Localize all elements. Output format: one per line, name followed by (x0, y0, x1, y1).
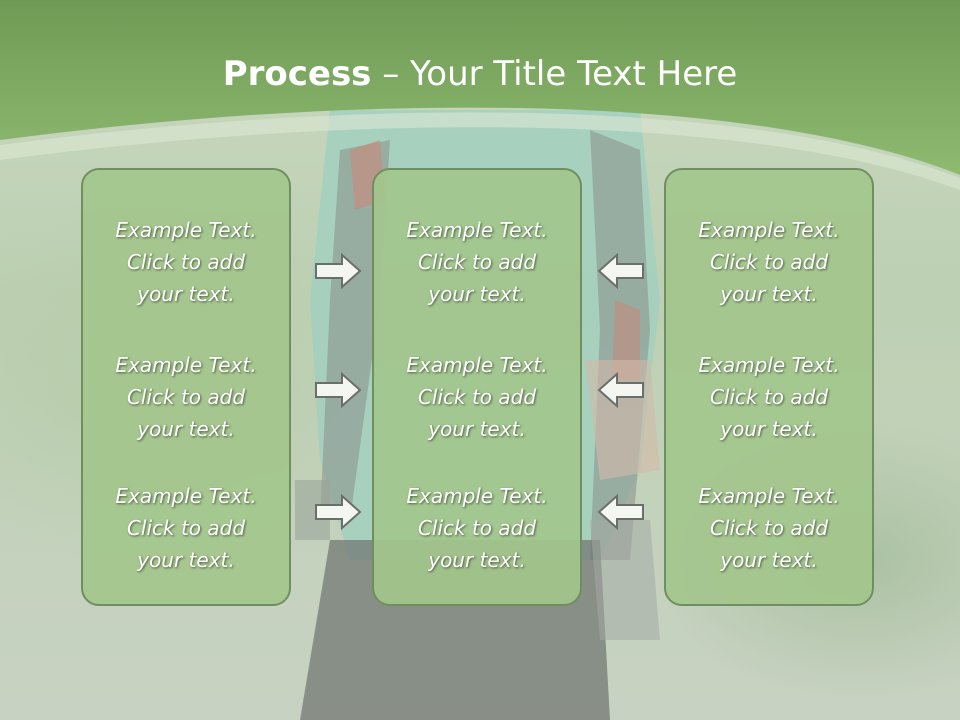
text-item[interactable]: Example Text. Click to add your text. (374, 214, 580, 310)
text-box-left[interactable]: Example Text. Click to add your text. Ex… (81, 168, 291, 606)
text-line: Example Text. (406, 218, 548, 242)
arrow-left-icon (597, 253, 644, 289)
text-line: Click to add (709, 516, 829, 540)
text-line: Click to add (417, 516, 537, 540)
text-line: Example Text. (406, 353, 548, 377)
text-line: Click to add (126, 516, 246, 540)
text-line: your text. (720, 548, 818, 572)
text-line: your text. (137, 417, 235, 441)
text-line: Example Text. (698, 218, 840, 242)
text-line: your text. (428, 417, 526, 441)
text-line: Click to add (126, 250, 246, 274)
text-line: Example Text. (406, 484, 548, 508)
text-item[interactable]: Example Text. Click to add your text. (374, 349, 580, 445)
text-line: Click to add (709, 250, 829, 274)
text-line: your text. (720, 417, 818, 441)
text-item[interactable]: Example Text. Click to add your text. (374, 480, 580, 576)
text-item[interactable]: Example Text. Click to add your text. (83, 349, 289, 445)
text-line: Click to add (709, 385, 829, 409)
arrow-right-icon (315, 372, 362, 408)
title-rest: – Your Title Text Here (371, 54, 738, 94)
text-line: Example Text. (698, 484, 840, 508)
text-item[interactable]: Example Text. Click to add your text. (666, 214, 872, 310)
arrow-right-icon (315, 494, 362, 530)
text-line: Example Text. (115, 353, 257, 377)
arrow-left-icon (597, 372, 644, 408)
text-line: Example Text. (115, 484, 257, 508)
text-line: Example Text. (115, 218, 257, 242)
arrow-left-icon (597, 494, 644, 530)
slide-title[interactable]: Process – Your Title Text Here (0, 52, 960, 96)
title-bold: Process (222, 54, 372, 94)
text-line: your text. (137, 282, 235, 306)
text-line: your text. (720, 282, 818, 306)
arrow-right-icon (315, 253, 362, 289)
text-line: your text. (428, 548, 526, 572)
text-item[interactable]: Example Text. Click to add your text. (83, 480, 289, 576)
text-box-middle[interactable]: Example Text. Click to add your text. Ex… (372, 168, 582, 606)
text-line: Click to add (417, 250, 537, 274)
text-item[interactable]: Example Text. Click to add your text. (83, 214, 289, 310)
text-line: Click to add (126, 385, 246, 409)
text-item[interactable]: Example Text. Click to add your text. (666, 349, 872, 445)
text-line: your text. (137, 548, 235, 572)
text-line: Click to add (417, 385, 537, 409)
text-line: Example Text. (698, 353, 840, 377)
text-item[interactable]: Example Text. Click to add your text. (666, 480, 872, 576)
text-line: your text. (428, 282, 526, 306)
text-box-right[interactable]: Example Text. Click to add your text. Ex… (664, 168, 874, 606)
header-band (0, 0, 960, 190)
